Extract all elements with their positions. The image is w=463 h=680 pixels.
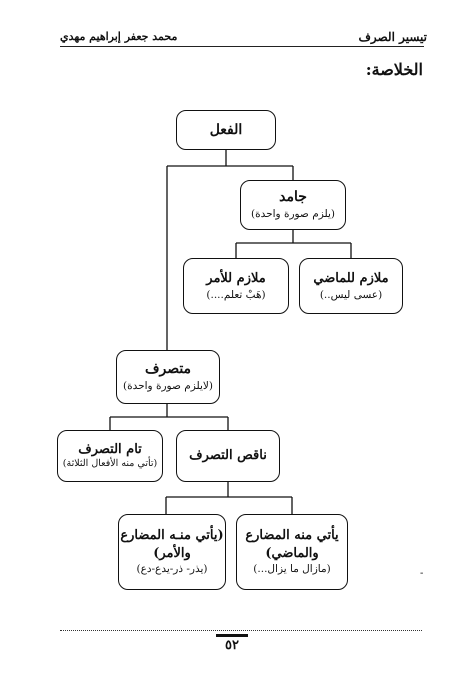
node-mulazim-madi: ملازم للماضي (عسى ليس..)	[299, 258, 403, 314]
node-note: (تأتي منه الأفعال الثلاثة)	[62, 458, 158, 470]
node-label: تام التصرف	[78, 441, 142, 457]
node-label-line2: والأمر)	[153, 545, 191, 561]
section-heading: الخلاصة:	[365, 60, 423, 79]
stray-mark: -	[420, 568, 424, 579]
node-label-line1: (يأتي منـه المضارع	[120, 528, 224, 544]
node-label: جامد	[279, 189, 307, 206]
node-note: (يذر- ذر-يدع-دع)	[136, 563, 208, 576]
header-divider	[60, 46, 424, 47]
node-root-verb: الفعل	[176, 110, 276, 150]
page-number: ٥٢	[216, 634, 248, 653]
node-label-line2: والماضي)	[265, 545, 319, 561]
node-label: ناقص التصرف	[189, 448, 267, 464]
node-label-line1: يأتي منه المضارع	[245, 528, 339, 544]
node-label: ملازم للماضي	[313, 271, 389, 287]
author-name: محمد جعفر إبراهيم مهدي	[60, 30, 178, 43]
node-label: الفعل	[209, 121, 243, 138]
node-mulazim-amr: ملازم للأمر (هَبْ تعلم....)	[183, 258, 289, 314]
node-label: متصرف	[144, 361, 192, 378]
node-note: (عسى ليس..)	[319, 288, 383, 301]
node-label: ملازم للأمر	[206, 271, 266, 287]
node-tam-tasarruf: تام التصرف (تأتي منه الأفعال الثلاثة)	[57, 430, 163, 482]
node-note: (هَبْ تعلم....)	[206, 288, 266, 301]
node-note: (مازال ما يزال...)	[253, 563, 331, 576]
node-mudari-madi: يأتي منه المضارع والماضي) (مازال ما يزال…	[236, 514, 348, 590]
node-mudari-amr: (يأتي منـه المضارع والأمر) (يذر- ذر-يدع-…	[118, 514, 226, 590]
node-naqis-tasarruf: ناقص التصرف	[176, 430, 280, 482]
node-mutasarrif: متصرف (لايلزم صورة واحدة)	[116, 350, 220, 404]
node-note: (يلزم صورة واحدة)	[251, 208, 335, 221]
node-note: (لايلزم صورة واحدة)	[123, 380, 213, 393]
footer-divider	[60, 630, 422, 631]
book-title: تيسير الصرف	[358, 30, 427, 44]
node-jamid: جامد (يلزم صورة واحدة)	[240, 180, 346, 230]
